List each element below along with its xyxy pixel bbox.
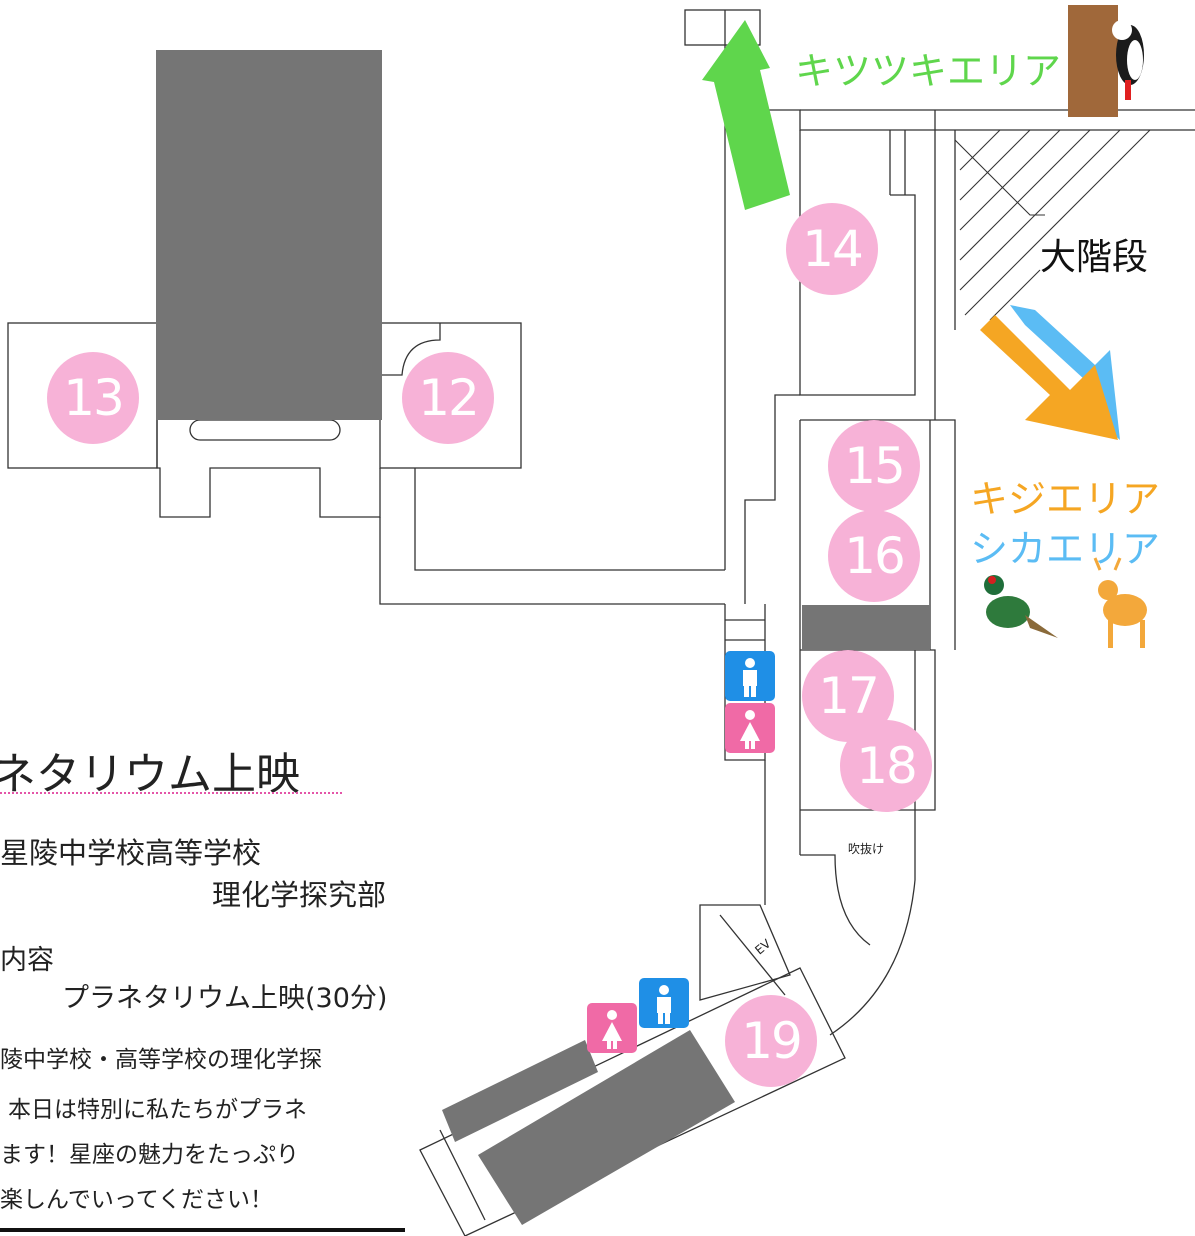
room-14-marker[interactable]: 14 xyxy=(786,203,878,295)
info-bottom-rule xyxy=(0,1228,405,1232)
room-17-marker[interactable]: 17 xyxy=(802,650,894,742)
room-16-marker[interactable]: 16 xyxy=(828,510,920,602)
planetarium-title: ネタリウム上映 xyxy=(0,749,300,800)
organizer-school: 星陵中学校高等学校 xyxy=(0,836,262,870)
grand-stairs-label: 大階段 xyxy=(1040,237,1149,278)
content-label: 内容 xyxy=(0,945,54,976)
pheasant-icon xyxy=(984,575,1058,638)
arrow-orange-blue-icon xyxy=(980,305,1120,440)
description-line-1: 陵中学校・高等学校の理化学探 xyxy=(0,1047,322,1073)
room-19-marker[interactable]: 19 xyxy=(725,995,817,1087)
content-value: プラネタリウム上映(30分) xyxy=(62,983,388,1014)
arrow-green-icon xyxy=(702,20,790,210)
restroom-male-icon-lower xyxy=(639,978,689,1028)
description-line-4: 楽しんでいってください！ xyxy=(0,1187,274,1213)
grand-stairs-hatching xyxy=(954,129,1151,321)
restroom-female-icon-lower xyxy=(587,1003,637,1053)
deer-icon xyxy=(1093,557,1147,648)
restroom-female-icon xyxy=(725,703,775,753)
room-15-marker[interactable]: 15 xyxy=(828,420,920,512)
description-line-3: ます！星座の魅力をたっぷり xyxy=(0,1142,299,1168)
description-line-2: 本日は特別に私たちがプラネ xyxy=(8,1097,307,1123)
room-18-marker[interactable]: 18 xyxy=(840,720,932,812)
room-13-marker[interactable]: 13 xyxy=(47,352,139,444)
woodpecker-icon xyxy=(1068,5,1144,117)
deer-area-label: シカエリア xyxy=(970,527,1161,571)
restroom-male-icon xyxy=(725,651,775,701)
title-underline xyxy=(0,792,342,794)
blocked-areas xyxy=(156,50,930,1225)
atrium-label: 吹抜け xyxy=(848,842,885,856)
pheasant-area-label: キジエリア xyxy=(970,477,1161,521)
room-12-marker[interactable]: 12 xyxy=(402,352,494,444)
organizer-club: 理化学探究部 xyxy=(212,878,387,912)
woodpecker-area-label: キツツキエリア xyxy=(795,49,1062,93)
